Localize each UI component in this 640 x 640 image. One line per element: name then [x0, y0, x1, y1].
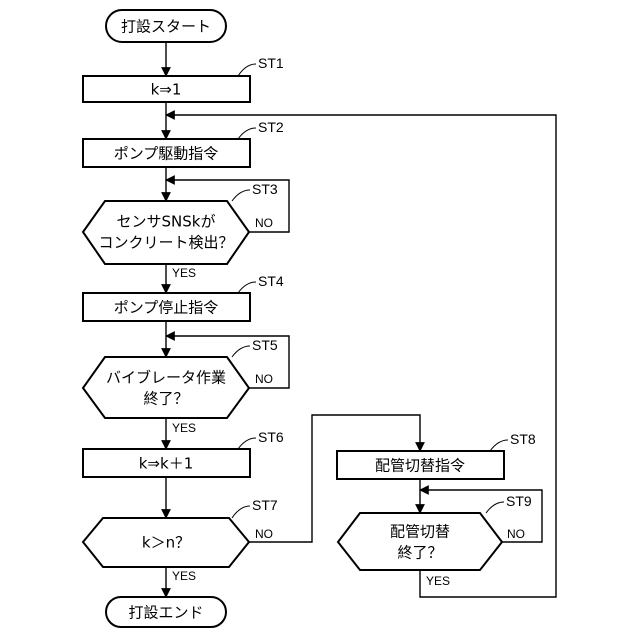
step-label-st2: ST2 — [258, 119, 284, 135]
st9-decision-line1: 配管切替 — [390, 523, 450, 541]
step-label-st1: ST1 — [258, 55, 284, 71]
st4-process-label: ポンプ停止指令 — [114, 299, 219, 317]
st4-leader — [238, 282, 256, 293]
st7-decision: k＞n？ — [83, 518, 249, 567]
st3-decision-line1: センサSNSkが — [117, 213, 216, 231]
st5-no-label: NO — [255, 372, 273, 386]
st3-yes-label: YES — [172, 266, 196, 280]
st7-no-label: NO — [255, 527, 273, 541]
st5-decision-line1: バイブレータ作業 — [106, 369, 226, 387]
st2-process-label: ポンプ駆動指令 — [114, 145, 219, 163]
st1-process-label: k⇒1 — [151, 81, 182, 99]
st3-decision: センサSNSkが コンクリート検出？ — [83, 201, 249, 264]
end-terminal-label: 打設エンド — [128, 604, 203, 622]
st3-decision-line2: コンクリート検出？ — [98, 234, 233, 252]
step-labels: ST1 ST2 ST3 ST4 ST5 ST6 ST7 ST8 ST9 — [232, 55, 536, 518]
st5-decision-line2: 終了？ — [143, 390, 188, 408]
st9-no-label: NO — [507, 527, 525, 541]
st3-decision-shape — [83, 201, 249, 264]
step-label-st4: ST4 — [258, 273, 284, 289]
st4-process: ポンプ停止指令 — [83, 293, 250, 321]
step-label-st8: ST8 — [510, 431, 536, 447]
step-label-st6: ST6 — [258, 429, 284, 445]
st5-leader — [232, 346, 250, 357]
st6-process: k⇒k＋1 — [83, 449, 250, 477]
st7-yes-label: YES — [172, 569, 196, 583]
st9-leader — [486, 502, 504, 513]
st5-decision: バイブレータ作業 終了？ — [83, 357, 249, 418]
st8-process: 配管切替指令 — [337, 451, 504, 479]
end-terminal: 打設エンド — [106, 597, 226, 627]
st7-decision-label: k＞n？ — [142, 534, 190, 552]
st8-process-label: 配管切替指令 — [375, 457, 465, 475]
st8-leader — [490, 440, 508, 451]
st1-process: k⇒1 — [83, 76, 250, 102]
step-label-st3: ST3 — [252, 181, 278, 197]
start-terminal: 打設スタート — [106, 10, 226, 42]
st7-leader — [232, 506, 250, 518]
st3-no-label: NO — [255, 216, 273, 230]
st5-decision-shape — [83, 357, 249, 418]
st3-leader — [232, 190, 250, 201]
step-label-st9: ST9 — [506, 493, 532, 509]
st9-decision-line2: 終了？ — [397, 544, 442, 562]
step-label-st5: ST5 — [252, 337, 278, 353]
st1-leader — [238, 64, 256, 76]
step-label-st7: ST7 — [252, 497, 278, 513]
st2-process: ポンプ駆動指令 — [83, 139, 250, 167]
st9-yes-label: YES — [426, 574, 450, 588]
st5-yes-label: YES — [172, 421, 196, 435]
st9-decision: 配管切替 終了？ — [338, 513, 502, 570]
st2-leader — [238, 128, 256, 139]
st6-leader — [238, 438, 256, 449]
start-terminal-label: 打設スタート — [121, 18, 211, 36]
st6-process-label: k⇒k＋1 — [139, 455, 194, 473]
